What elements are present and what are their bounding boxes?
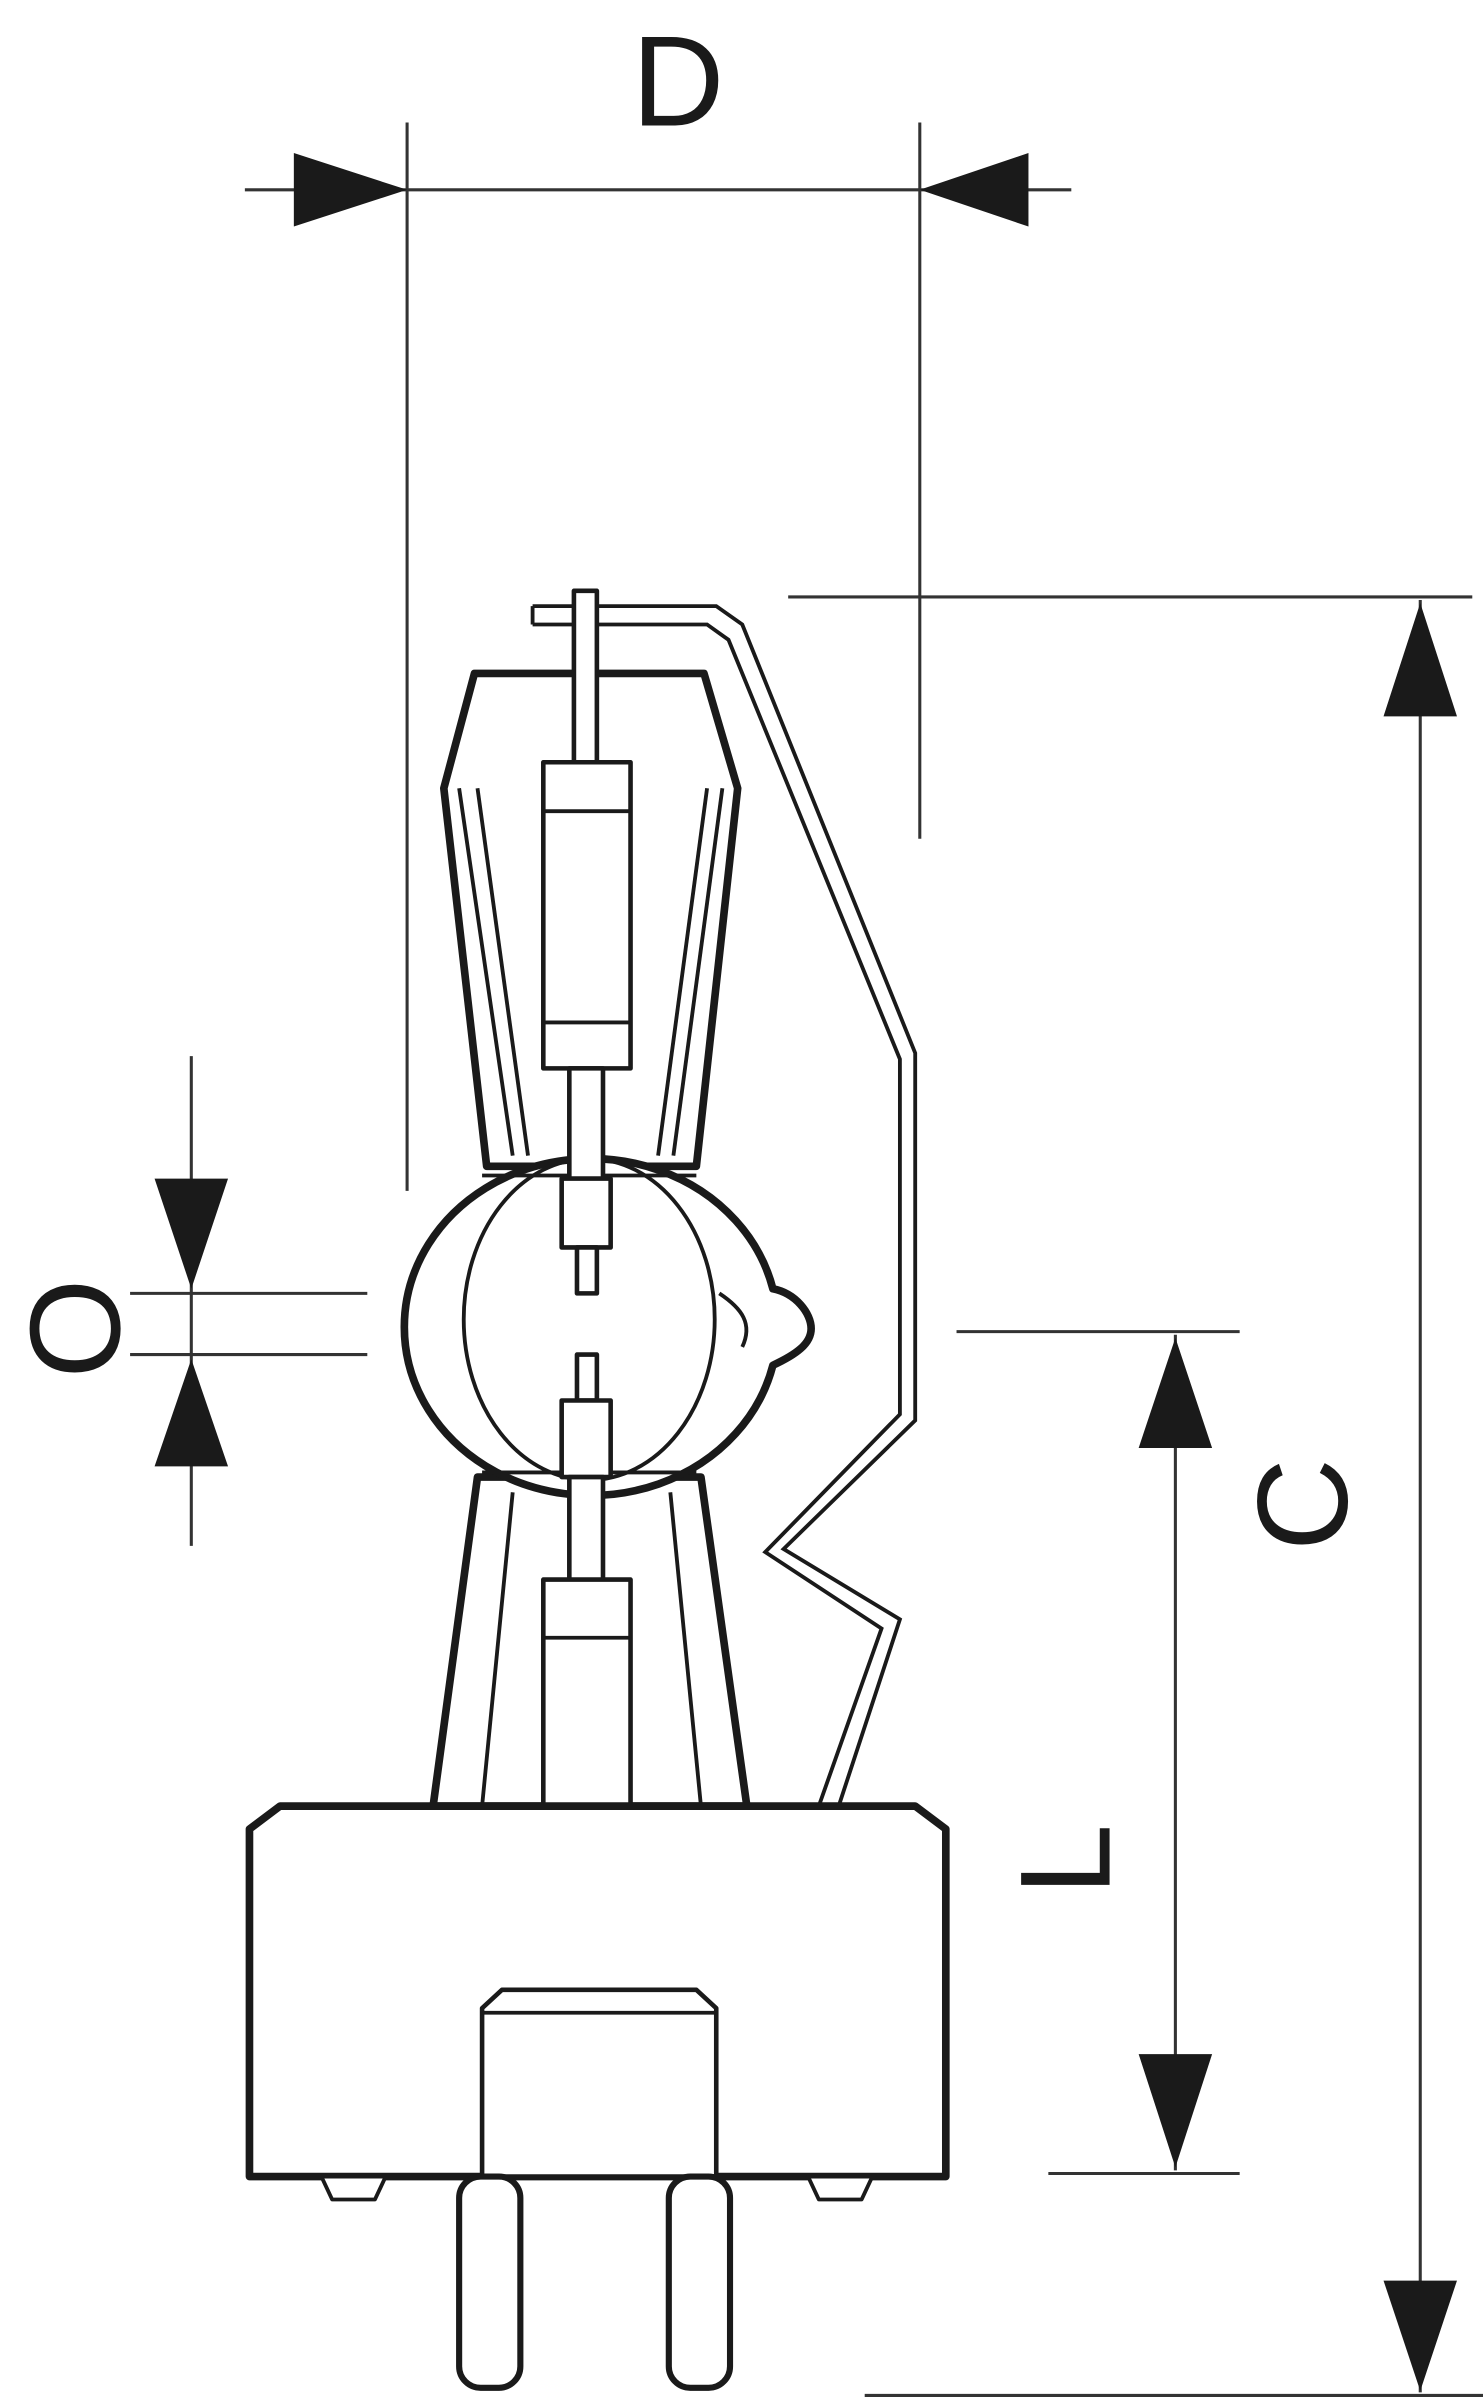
arrow-c-bottom [1383, 2280, 1457, 2391]
arrow-d-left [293, 153, 408, 227]
pin-right [665, 2173, 734, 2391]
label-d: D [632, 11, 725, 154]
label-l: L [995, 1824, 1138, 1896]
arrow-o-top [154, 1178, 229, 1289]
base-key [479, 1987, 719, 2179]
dimension-o: O [4, 1056, 368, 1546]
arrow-l-top [1138, 1337, 1213, 1448]
arrow-c-top [1383, 603, 1457, 717]
dimension-c: C [788, 595, 1483, 2397]
arrow-o-bottom [154, 1359, 229, 1467]
lamp-body [245, 588, 950, 2391]
pin-left [456, 2173, 524, 2391]
dimension-l: L [956, 1330, 1240, 2175]
label-o: O [4, 1279, 147, 1379]
dimension-d: D [244, 11, 1072, 1191]
label-c: C [1232, 1458, 1375, 1551]
arrow-l-bottom [1138, 2054, 1213, 2168]
arrow-d-right [919, 153, 1029, 227]
